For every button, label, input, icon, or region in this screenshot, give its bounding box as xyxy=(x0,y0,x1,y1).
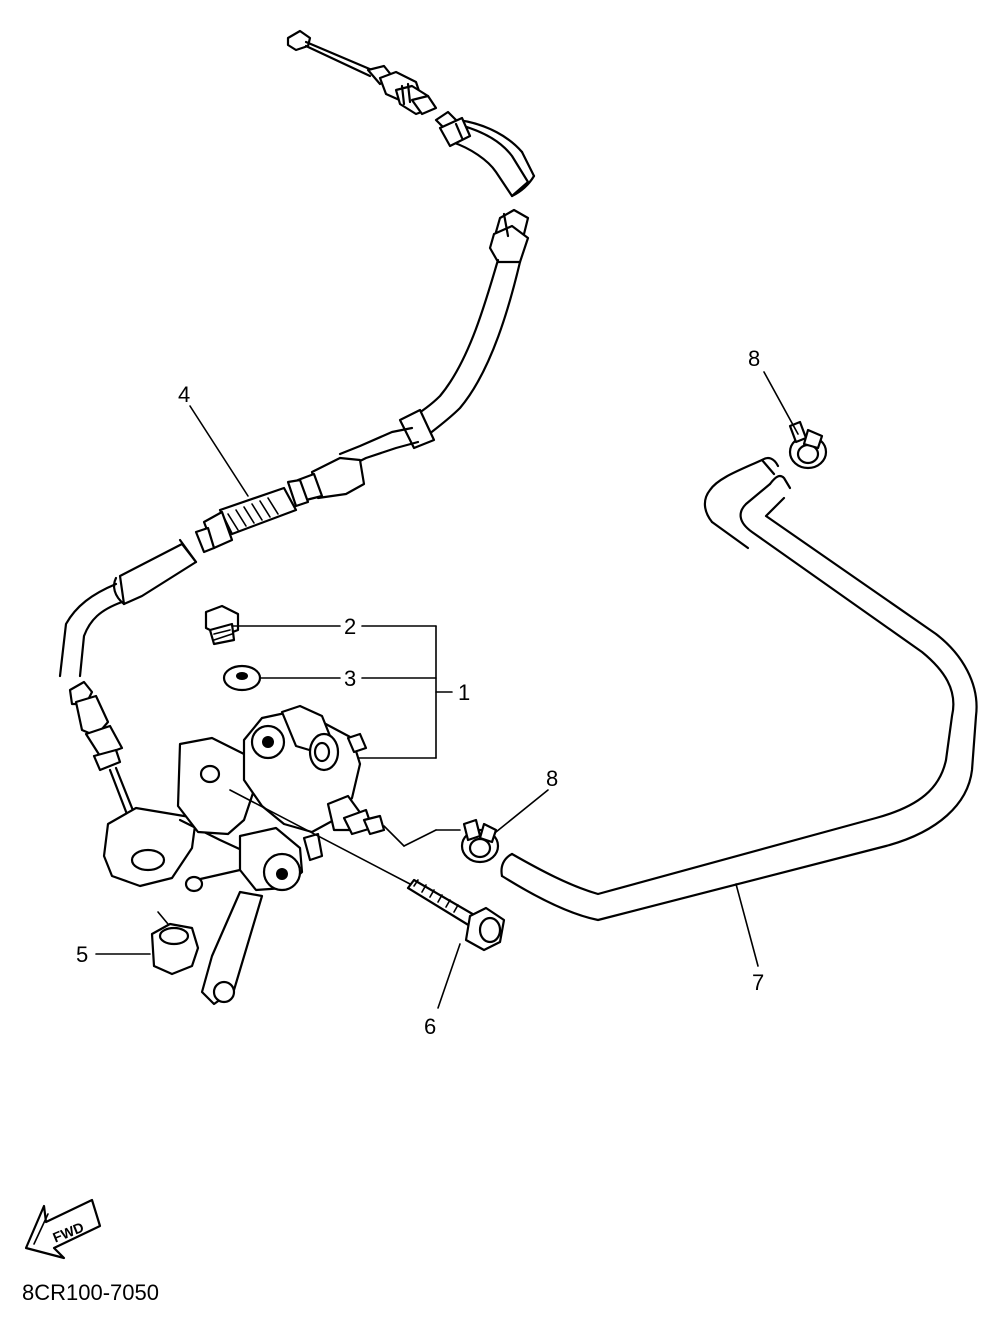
hose-clamp-lower xyxy=(460,818,500,864)
washer xyxy=(222,664,262,692)
callout-1: 1 xyxy=(458,680,470,705)
oil-hose xyxy=(500,456,978,922)
collar xyxy=(150,911,200,976)
callout-5: 5 xyxy=(76,942,88,967)
forward-arrow-icon: FWD xyxy=(24,1198,102,1260)
bolt xyxy=(204,604,240,646)
callout-4: 4 xyxy=(178,382,190,407)
callout-2: 2 xyxy=(344,614,356,639)
screw xyxy=(229,789,506,952)
callout-8-upper: 8 xyxy=(748,346,760,371)
cable-upper-end xyxy=(286,29,438,116)
part-code: 8CR100-7050 xyxy=(22,1280,159,1305)
callout-6: 6 xyxy=(424,1014,436,1039)
callout-3: 3 xyxy=(344,666,356,691)
cable-lower-sheath xyxy=(58,582,139,832)
cable-upper-sheath xyxy=(434,110,536,198)
throttle-cable xyxy=(58,29,536,832)
oil-pump xyxy=(102,704,461,1006)
cable-main-sheath xyxy=(338,258,522,468)
callout-8-lower: 8 xyxy=(546,766,558,791)
hose-clamp-upper xyxy=(788,420,828,470)
cable-joint-upper xyxy=(488,208,530,264)
leader-lines xyxy=(95,371,799,1009)
cable-adjuster xyxy=(113,456,366,606)
callout-7: 7 xyxy=(752,970,764,995)
